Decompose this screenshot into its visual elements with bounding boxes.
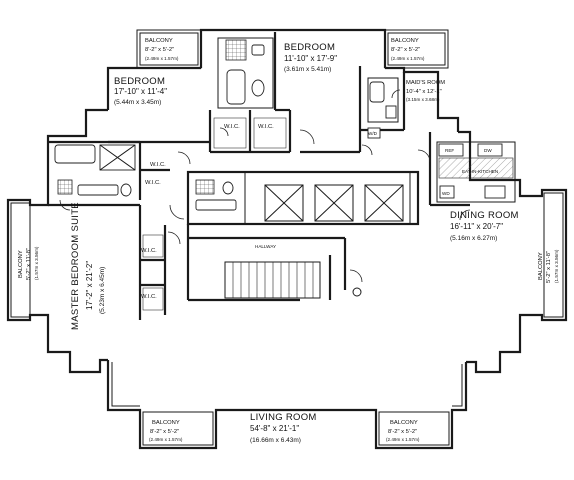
balcony-bottom-right-dims: 8'-2" x 5'-2" — [388, 429, 417, 435]
balcony-bottom-left-metric: (2.49m x 1.57m) — [149, 437, 183, 442]
wic-label-2: W.I.C. — [145, 180, 161, 186]
bedroom-top-name: BEDROOM — [284, 42, 335, 53]
dining-room-metric: (5.16m x 6.27m) — [450, 235, 497, 242]
balcony-left-name: BALCONY — [18, 250, 24, 278]
hallway-label: HALLWAY — [255, 244, 276, 249]
master-suite-metric: (5.23m x 6.45m) — [99, 267, 106, 314]
master-suite-dims: 17'-2" x 21'-2" — [85, 261, 94, 310]
master-suite-name: MASTER BEDROOM SUITE — [70, 202, 81, 330]
balcony-left-metric: (1.57m x 3.56m) — [34, 246, 39, 280]
balcony-bottom-left-dims: 8'-2" x 5'-2" — [150, 429, 179, 435]
dining-room-name: DINING ROOM — [450, 210, 519, 221]
balcony-right-name: BALCONY — [538, 252, 544, 280]
bedroom-top-dims: 11'-10" x 17'-9" — [284, 54, 337, 63]
balcony-right-metric: (1.57m x 3.56m) — [554, 249, 559, 283]
wic-label-6: W.I.C. — [141, 294, 157, 300]
bedroom-left-metric: (5.44m x 3.45m) — [114, 99, 161, 106]
kitchen-ref-label: REF — [445, 148, 454, 153]
balcony-bottom-right-metric: (2.49m x 1.57m) — [386, 437, 420, 442]
wic-label-1: W.I.C. — [150, 162, 166, 168]
balcony-bottom-left-name: BALCONY — [152, 420, 180, 426]
balcony-top-right-dims: 8'-2" x 5'-2" — [391, 47, 420, 53]
bedroom-left-dims: 17'-10" x 11'-4" — [114, 87, 167, 96]
kitchen-dw-label: DW — [484, 148, 492, 153]
balcony-top-left-metric: (2.49m x 1.57m) — [145, 56, 179, 61]
maids-room-dims: 10'-4" x 12'-1" — [406, 89, 442, 95]
balcony-left-dims: 5'-2" x 11'-8" — [26, 248, 32, 280]
dining-room-dims: 16'-11" x 20'-7" — [450, 222, 503, 231]
wic-label-5: W.I.C. — [141, 248, 157, 254]
kitchen-wd-label: WD — [442, 191, 450, 196]
maids-room-metric: (3.15m x 3.68m) — [406, 97, 440, 102]
balcony-bottom-right-name: BALCONY — [390, 420, 418, 426]
interior-walls — [48, 32, 516, 320]
exterior-walls — [6, 28, 568, 450]
room-labels: BALCONY 8'-2" x 5'-2" (2.49m x 1.57m) BA… — [18, 38, 559, 444]
living-room-name: LIVING ROOM — [250, 412, 317, 423]
living-room-metric: (16.66m x 6.43m) — [250, 437, 301, 444]
wic-label-4: W.I.C. — [258, 124, 274, 130]
balcony-top-right-name: BALCONY — [391, 38, 419, 44]
bedroom-top-metric: (3.61m x 5.41m) — [284, 66, 331, 73]
bedroom-left-name: BEDROOM — [114, 76, 165, 87]
balcony-top-left-name: BALCONY — [145, 38, 173, 44]
maids-room-name: MAID'S ROOM — [406, 80, 445, 86]
eat-in-kitchen-label: EAT-IN-KITCHEN — [462, 169, 498, 174]
maid-wd-label: W/D — [368, 131, 378, 136]
doors — [59, 89, 471, 297]
fixtures — [54, 39, 514, 311]
balcony-top-left-dims: 8'-2" x 5'-2" — [145, 47, 174, 53]
living-room-dims: 54'-8" x 21'-1" — [250, 424, 299, 433]
balcony-right-dims: 5'-2" x 11'-8" — [546, 251, 552, 283]
balcony-top-right-metric: (2.49m x 1.57m) — [391, 56, 425, 61]
wic-label-3: W.I.C. — [224, 124, 240, 130]
